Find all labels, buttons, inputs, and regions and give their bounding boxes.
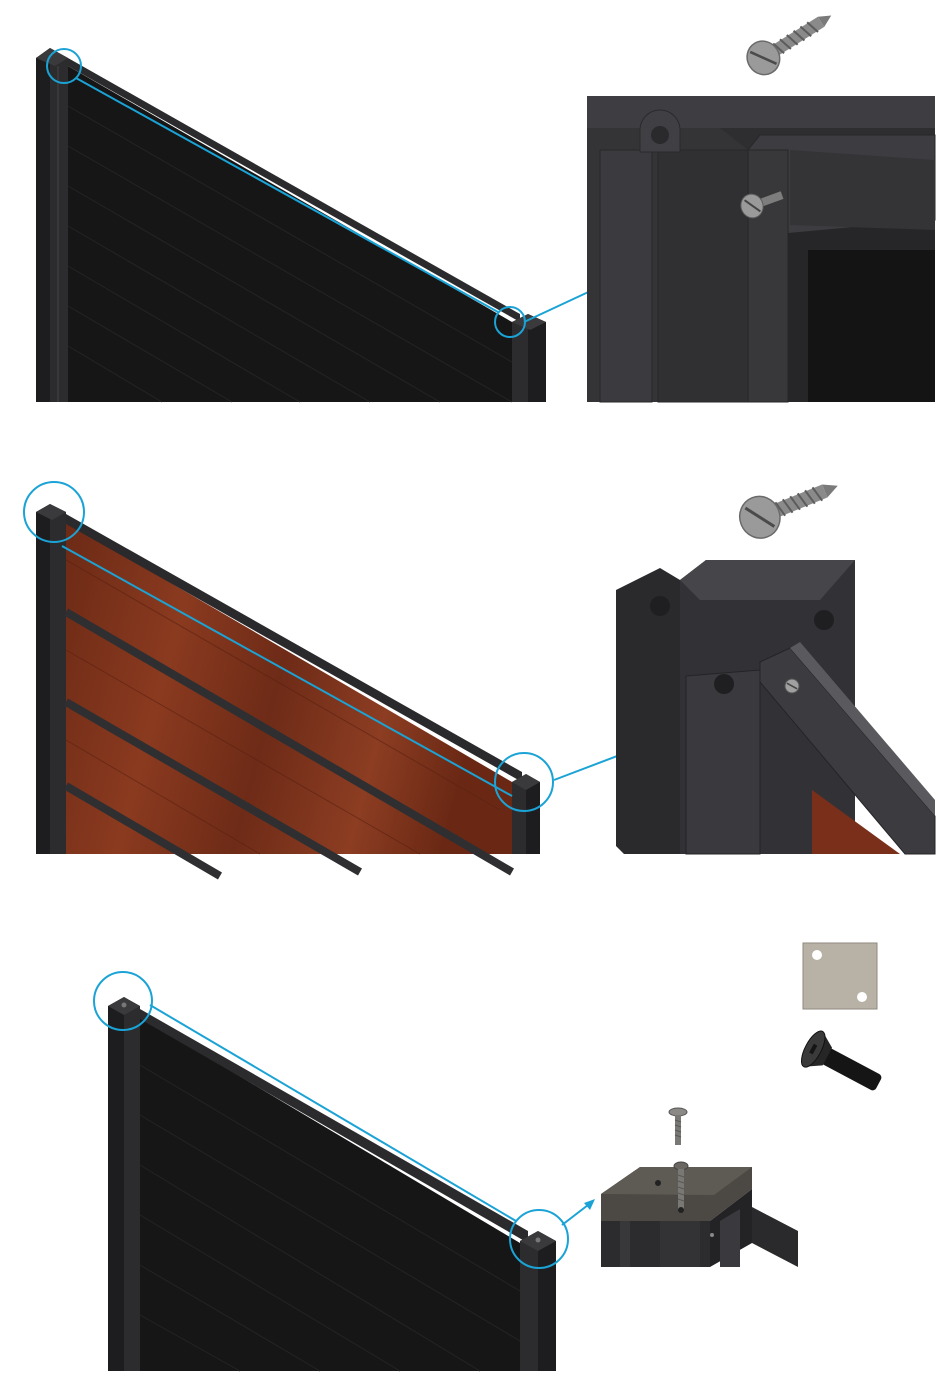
post-detail-closeup	[587, 96, 935, 402]
step-2-wood-panel	[0, 450, 950, 870]
fence-panel	[68, 58, 520, 402]
post-detail-closeup	[601, 1108, 798, 1267]
arrowhead-icon	[584, 1199, 595, 1210]
left-post	[36, 504, 66, 854]
step-1-drawing	[0, 0, 950, 420]
step-2-drawing	[0, 450, 950, 870]
post-detail-closeup	[616, 560, 935, 854]
pan-head-screw-icon	[741, 1, 840, 81]
left-post	[36, 48, 68, 402]
right-post	[512, 774, 540, 854]
countersunk-bolt-icon	[797, 1028, 888, 1102]
right-post	[520, 1231, 556, 1371]
fence-panel	[66, 514, 522, 876]
step-3-cap-plate	[0, 925, 950, 1384]
step-3-drawing	[0, 925, 950, 1384]
step-1-black-panel	[0, 0, 950, 420]
left-post	[108, 997, 140, 1371]
pan-head-screw-icon	[733, 466, 845, 544]
fence-panel	[140, 1009, 528, 1371]
right-post	[512, 314, 546, 402]
cap-plate-icon	[803, 943, 877, 1009]
